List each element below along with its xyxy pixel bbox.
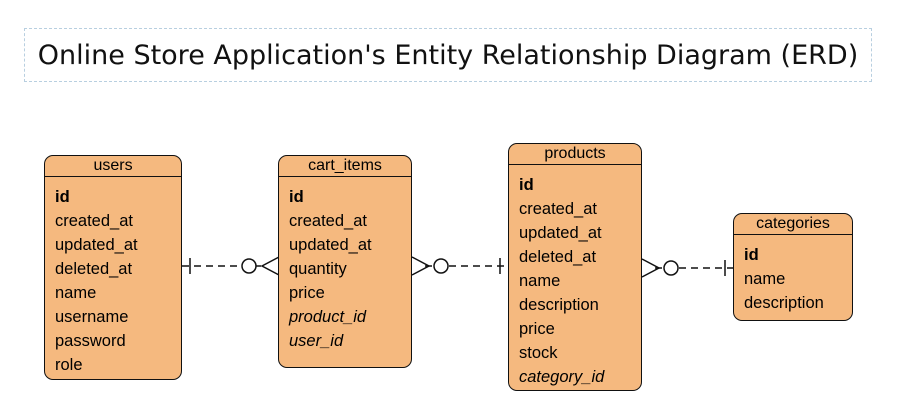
attribute-description: description [519, 296, 599, 314]
entity-categories-attributes: id name description [734, 235, 852, 315]
many-marker [411, 256, 431, 276]
entity-products-title: products [509, 144, 641, 165]
attribute-created-at: created_at [289, 212, 367, 230]
attribute-price: price [519, 320, 555, 338]
attribute-description: description [744, 294, 824, 312]
diagram-title: Online Store Application's Entity Relati… [24, 28, 872, 82]
attribute-product-id: product_id [289, 308, 367, 326]
attribute-updated-at: updated_at [519, 224, 602, 242]
entity-categories-title: categories [734, 214, 852, 235]
attribute-quantity: quantity [289, 260, 347, 278]
attribute-updated-at: updated_at [289, 236, 372, 254]
attribute-role: role [55, 356, 83, 374]
rel-categories-products [641, 258, 733, 278]
attribute-password: password [55, 332, 126, 350]
entity-cart-items-title: cart_items [279, 156, 411, 177]
attribute-created-at: created_at [519, 200, 597, 218]
entity-users-attributes: id created_at updated_at deleted_at name… [45, 177, 181, 377]
zero-marker [433, 258, 449, 274]
attribute-id: id [289, 188, 304, 206]
zero-marker [663, 260, 679, 276]
entity-users[interactable]: users id created_at updated_at deleted_a… [44, 155, 182, 380]
attribute-id: id [55, 188, 70, 206]
attribute-deleted-at: deleted_at [55, 260, 133, 278]
attribute-category-id: category_id [519, 368, 605, 386]
entity-users-title: users [45, 156, 181, 177]
many-marker [641, 258, 661, 278]
attribute-stock: stock [519, 344, 558, 362]
zero-marker [241, 258, 257, 274]
attribute-price: price [289, 284, 325, 302]
attribute-id: id [744, 246, 759, 264]
entity-products-attributes: id created_at updated_at deleted_at name… [509, 165, 641, 389]
attribute-deleted-at: deleted_at [519, 248, 597, 266]
entity-cart-items[interactable]: cart_items id created_at updated_at quan… [278, 155, 412, 368]
attribute-created-at: created_at [55, 212, 133, 230]
attribute-id: id [519, 176, 534, 194]
attribute-name: name [744, 270, 786, 288]
many-marker [260, 256, 280, 276]
rel-products-cart-items [411, 256, 508, 276]
attribute-name: name [55, 284, 97, 302]
rel-users-cart-items [182, 256, 280, 276]
entity-cart-items-attributes: id created_at updated_at quantity price … [279, 177, 411, 353]
attribute-username: username [55, 308, 129, 326]
entity-products[interactable]: products id created_at updated_at delete… [508, 143, 642, 391]
attribute-user-id: user_id [289, 332, 344, 350]
entity-categories[interactable]: categories id name description [733, 213, 853, 321]
attribute-name: name [519, 272, 561, 290]
attribute-updated-at: updated_at [55, 236, 138, 254]
